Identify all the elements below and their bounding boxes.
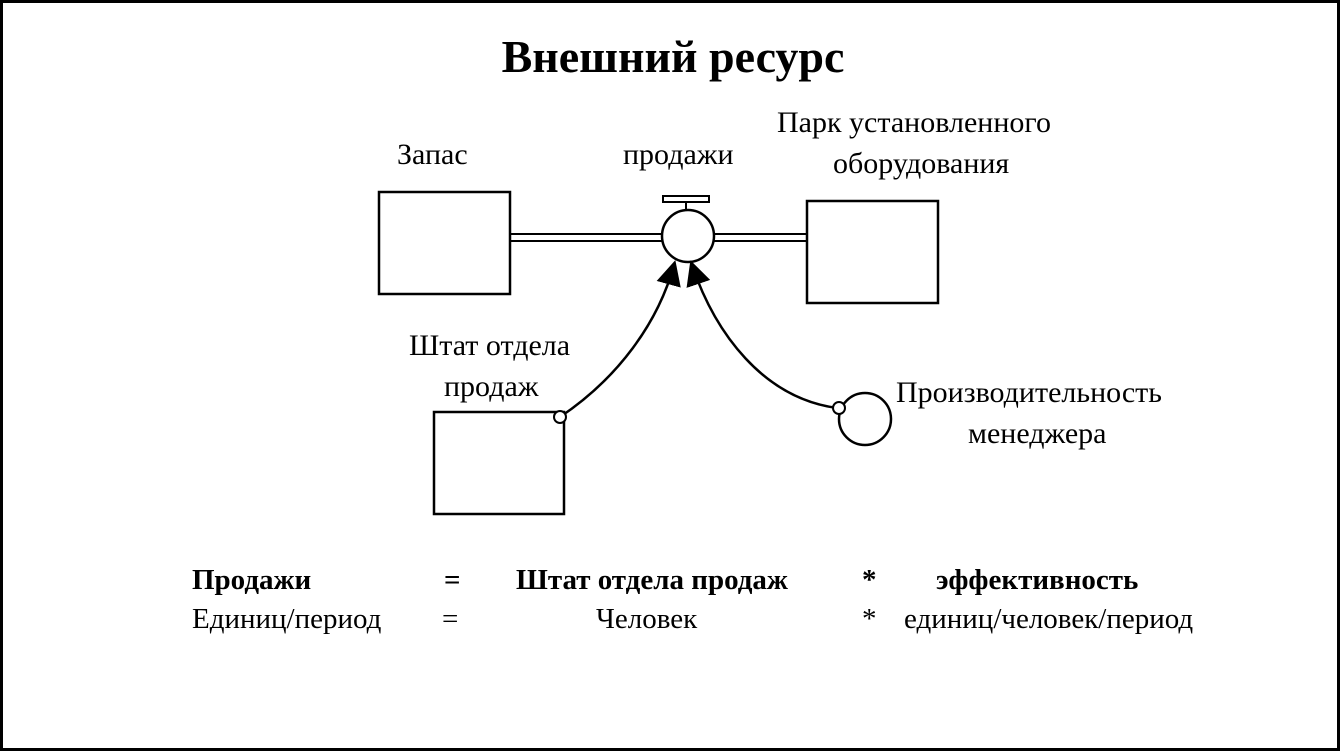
label-installed-base-line2: оборудования [833, 147, 1010, 180]
equation-row2-operator: * [862, 603, 877, 635]
equation-row1-operator: * [862, 564, 877, 596]
stock-box-zapas [377, 190, 512, 296]
connector-productivity-to-sales [686, 260, 838, 410]
connector-staff-to-sales [559, 260, 681, 419]
stock-flow-diagram [377, 190, 940, 516]
equation-row1-term1: Штат отдела продаж [516, 564, 788, 596]
equation-row2-equals: = [442, 603, 459, 635]
label-sales-staff-line2: продаж [444, 370, 539, 403]
equation-row2-lhs: Единиц/период [192, 603, 382, 635]
label-installed-base-line1: Парк установленного [777, 106, 1051, 139]
connector-origin-productivity [832, 401, 846, 415]
equation-row1-term2: эффективность [936, 564, 1139, 596]
equation-row1-equals: = [444, 564, 461, 596]
equation-row2-term1: Человек [596, 603, 698, 635]
label-productivity-line1: Производительность [896, 376, 1162, 409]
flow-pipe-right [714, 233, 807, 242]
auxiliary-productivity-circle [837, 391, 893, 447]
flow-pipe-left [510, 233, 662, 242]
equation-row1-lhs: Продажи [192, 564, 312, 596]
stock-box-installed-base [805, 199, 940, 305]
label-flow: продажи [623, 138, 734, 171]
stock-box-sales-staff [432, 410, 566, 516]
label-productivity-line2: менеджера [968, 417, 1107, 450]
slide-title: Внешний ресурс [501, 31, 845, 82]
label-stock: Запас [397, 138, 468, 171]
label-sales-staff-line1: Штат отдела [409, 329, 571, 362]
flow-valve [662, 195, 710, 211]
equation-row2-term2: единиц/человек/период [904, 603, 1194, 635]
flow-rate-circle [660, 208, 716, 264]
connector-origin-staff [553, 410, 567, 424]
